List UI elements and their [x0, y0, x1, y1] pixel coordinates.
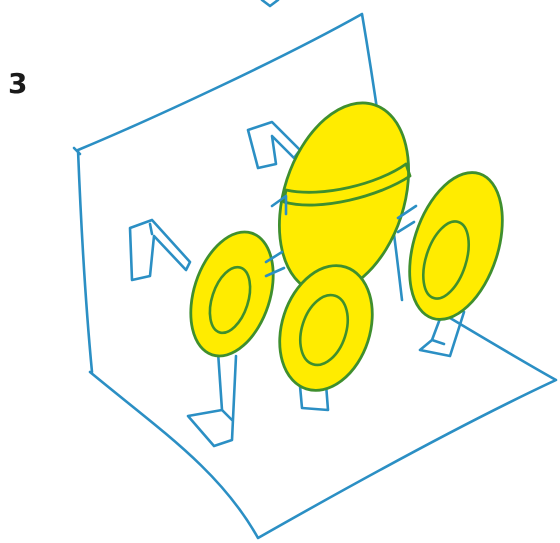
bracket-right	[418, 306, 466, 358]
wheel-front-left	[189, 230, 275, 358]
back-wall-tick	[72, 146, 82, 156]
wheel-right	[408, 171, 504, 321]
body-ellipse	[270, 101, 412, 295]
floor-panel	[88, 298, 558, 540]
step-number: 3	[8, 67, 28, 100]
axle-connector-left	[264, 250, 286, 278]
bracket-front-center	[298, 382, 330, 412]
bracket-back-center	[246, 120, 302, 170]
bracket-front-left	[186, 350, 238, 448]
axle-connector-right	[396, 204, 418, 234]
wheel-front-center	[278, 264, 374, 392]
top-edge-stroke	[260, 0, 280, 8]
bracket-back-left	[128, 218, 192, 282]
